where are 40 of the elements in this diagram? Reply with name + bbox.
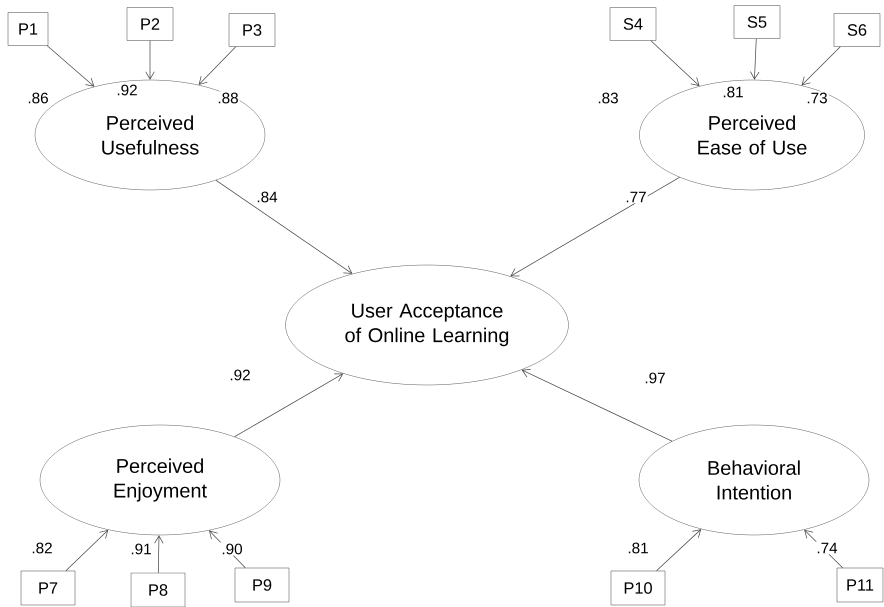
arrow — [802, 46, 841, 86]
arrow — [66, 530, 108, 572]
edge-label: .90 — [220, 542, 244, 556]
edge-label: .82 — [30, 541, 54, 555]
indicator-box: P8 — [130, 572, 186, 607]
indicator-box: S5 — [734, 5, 780, 39]
edge-label: .81 — [721, 85, 745, 99]
arrow — [750, 38, 760, 80]
edge-label: .92 — [115, 83, 139, 97]
arrow — [198, 46, 236, 85]
arrow — [154, 535, 164, 574]
indicator-box: P7 — [20, 570, 76, 606]
edge-label: .74 — [815, 542, 839, 554]
edge-label: .84 — [255, 190, 279, 204]
indicator-box: P11 — [836, 568, 884, 602]
arrow — [216, 180, 352, 274]
edge-label: .81 — [626, 541, 650, 555]
indicator-box: P3 — [228, 13, 276, 47]
edge-label: .88 — [216, 91, 240, 105]
edge-label: .97 — [643, 371, 667, 385]
edge-label: .91 — [129, 542, 153, 556]
arrow — [145, 40, 155, 80]
indicator-box: P2 — [126, 7, 174, 41]
arrow — [209, 530, 246, 568]
edge-label: .73 — [805, 91, 829, 105]
indicator-box: P9 — [234, 568, 290, 602]
edge-label: .83 — [596, 91, 620, 105]
indicator-box: S6 — [834, 13, 880, 47]
edge-label: .77 — [624, 190, 648, 204]
arrow — [510, 176, 680, 276]
indicator-box: P1 — [8, 12, 48, 46]
arrow — [46, 45, 94, 87]
indicator-box: P10 — [610, 570, 666, 606]
arrow — [522, 369, 672, 442]
indicator-box: S4 — [610, 7, 656, 41]
arrow — [234, 374, 344, 438]
arrow — [804, 530, 843, 568]
arrow — [650, 40, 700, 86]
edge-label: .92 — [228, 368, 252, 382]
arrow — [656, 529, 702, 572]
